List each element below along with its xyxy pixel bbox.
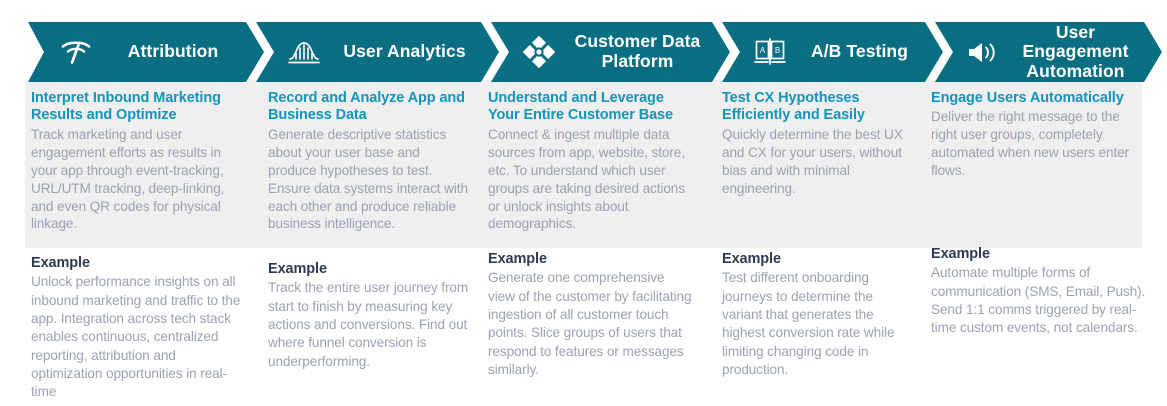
- bell-curve-chart-icon: [286, 34, 322, 70]
- description-column-attribution: Interpret Inbound Marketing Results and …: [31, 80, 250, 233]
- broadcast-antenna-icon: [58, 34, 94, 70]
- description-body: Track marketing and user engagement effo…: [31, 126, 225, 232]
- chevron-title-ab-testing: A/B Testing: [810, 41, 909, 62]
- chevron-ab-testing[interactable]: A B A/B Testing: [722, 22, 943, 82]
- description-title: Understand and Leverage Your Entire Cust…: [488, 90, 673, 124]
- ab-split-test-icon: A B: [752, 34, 788, 70]
- description-title: Interpret Inbound Marketing Results and …: [31, 90, 221, 124]
- example-block-user-analytics: Example Track the entire user journey fr…: [268, 261, 476, 371]
- description-body: Generate descriptive statistics about yo…: [268, 126, 468, 232]
- chevron-customer-data-platform[interactable]: Customer Data Platform: [491, 22, 730, 82]
- megaphone-icon: [965, 34, 1001, 70]
- example-label: Example: [931, 246, 990, 262]
- example-body: Automate multiple forms of communication…: [931, 265, 1146, 336]
- description-column-user-analytics: Record and Analyze App and Business Data…: [268, 80, 468, 233]
- example-label: Example: [31, 255, 90, 271]
- example-body: Test different onboarding journeys to de…: [722, 270, 895, 378]
- description-block: Engage Users Automatically Deliver the r…: [931, 80, 1146, 180]
- chevron-title-user-analytics: User Analytics: [343, 41, 466, 62]
- example-body: Track the entire user journey from start…: [268, 280, 469, 369]
- description-block: Interpret Inbound Marketing Results and …: [31, 80, 250, 233]
- example-block-attribution: Example Unlock performance insights on a…: [31, 255, 250, 402]
- chevron-user-engagement-automation[interactable]: User Engagement Automation: [935, 22, 1162, 82]
- description-body: Deliver the right message to the right u…: [931, 109, 1130, 179]
- example-label: Example: [488, 251, 547, 267]
- chevron-user-analytics[interactable]: User Analytics: [256, 22, 499, 82]
- description-body: Quickly determine the best UX and CX for…: [722, 126, 903, 196]
- description-band-background: [25, 80, 1142, 248]
- chevron-attribution[interactable]: Attribution: [28, 22, 264, 82]
- diamond-hub-icon: [521, 34, 557, 70]
- description-title: Test CX Hypotheses Efficiently and Easil…: [722, 90, 865, 124]
- description-block: Record and Analyze App and Business Data…: [268, 80, 468, 233]
- description-title: Record and Analyze App and Business Data: [268, 90, 465, 124]
- chevron-title-attribution: Attribution: [127, 41, 219, 62]
- svg-text:A: A: [760, 46, 766, 55]
- example-label: Example: [268, 261, 327, 277]
- chevron-header-row: Attribution User Analytics: [0, 22, 1167, 82]
- description-block: Test CX Hypotheses Efficiently and Easil…: [722, 80, 912, 198]
- description-title: Engage Users Automatically: [931, 90, 1124, 106]
- example-body: Generate one comprehensive view of the c…: [488, 270, 692, 378]
- description-column-ab-testing: Test CX Hypotheses Efficiently and Easil…: [722, 80, 912, 198]
- example-block-customer-data-platform: Example Generate one comprehensive view …: [488, 251, 693, 379]
- example-block-ab-testing: Example Test different onboarding journe…: [722, 251, 912, 379]
- example-label: Example: [722, 251, 781, 267]
- example-body: Unlock performance insights on all inbou…: [31, 274, 241, 400]
- description-column-customer-data-platform: Understand and Leverage Your Entire Cust…: [488, 80, 693, 233]
- description-body: Connect & ingest multiple data sources f…: [488, 126, 685, 232]
- description-column-user-engagement-automation: Engage Users Automatically Deliver the r…: [931, 80, 1146, 180]
- chevron-title-customer-data-platform: Customer Data Platform: [574, 31, 701, 71]
- chevron-title-user-engagement-automation: User Engagement Automation: [1022, 21, 1129, 81]
- svg-text:B: B: [775, 46, 780, 55]
- example-block-user-engagement-automation: Example Automate multiple forms of commu…: [931, 246, 1146, 338]
- description-block: Understand and Leverage Your Entire Cust…: [488, 80, 693, 233]
